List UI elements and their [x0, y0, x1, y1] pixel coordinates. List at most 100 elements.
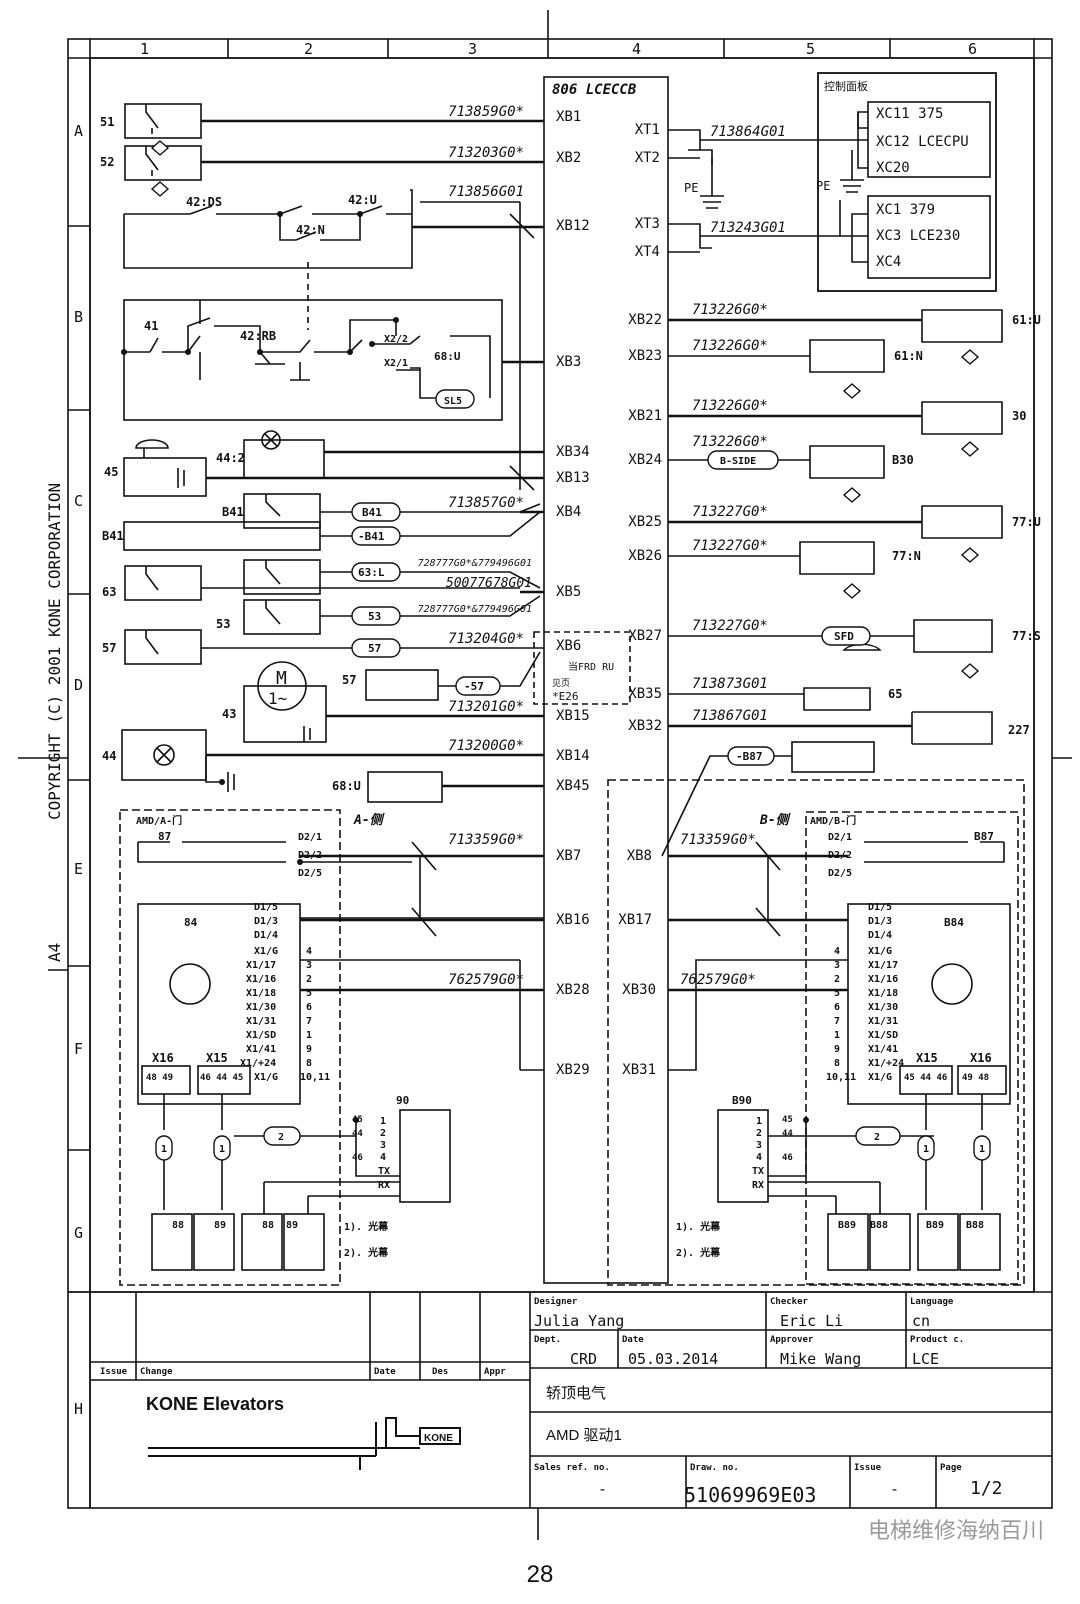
pin-xb31: XB31: [622, 1062, 656, 1078]
b-x16: X16: [970, 1051, 992, 1065]
a-term-9: X1/SD: [246, 1030, 276, 1041]
b-term-12: X1/G: [868, 1072, 892, 1083]
a-p90r-3: 3: [380, 1140, 386, 1151]
amd-a-drive: 84: [184, 916, 198, 929]
label-x21: X2/1: [384, 358, 408, 369]
cable-xb32: 713867G01: [692, 708, 768, 724]
tb-checker-label: Checker: [770, 1297, 809, 1307]
tb-designer-label: Designer: [534, 1296, 578, 1307]
label-77u: 77:U: [1012, 515, 1041, 529]
cable-xb8: 713359G0*: [680, 832, 756, 848]
b-term-10: X1/41: [868, 1044, 898, 1055]
a-sensor-89b: 89: [286, 1220, 298, 1231]
a-num-0: 4: [306, 946, 312, 957]
b-num-7: 9: [834, 1044, 840, 1055]
a-num-2: 2: [306, 974, 312, 985]
label-b41-device: B41: [102, 529, 124, 543]
label-63: 63: [102, 585, 116, 599]
a-term-1: D1/3: [254, 916, 278, 927]
amd-b-d25: D2/5: [828, 868, 852, 879]
b-num-5: 7: [834, 1016, 840, 1027]
main-board: [543, 76, 669, 1284]
b-sensor-b89: B89: [838, 1220, 856, 1231]
label-65: 65: [888, 687, 902, 701]
label-61n: 61:N: [894, 349, 923, 363]
pin-xb3: XB3: [556, 354, 581, 370]
b-sensor-b88b: B88: [966, 1220, 984, 1231]
a-x16: X16: [152, 1051, 174, 1065]
pin-xb8: XB8: [627, 848, 652, 864]
b-p90r-3: 3: [756, 1140, 762, 1151]
a-num-5: 7: [306, 1016, 312, 1027]
tb-dept: CRD: [570, 1350, 597, 1368]
label-57: 57: [102, 641, 116, 655]
cable-xb22: 713226G0*: [692, 302, 768, 318]
cp-xc12: XC12 LCECPU: [876, 134, 969, 150]
label-77n: 77:N: [892, 549, 921, 563]
conn-b41: B41: [362, 506, 382, 519]
cable-xb15: 713201G0*: [448, 699, 524, 715]
a-term-7: X1/30: [246, 1002, 276, 1013]
pin-xb30: XB30: [622, 982, 656, 998]
a-x15-pins: 46 44 45: [200, 1073, 243, 1083]
b-term-5: X1/16: [868, 974, 898, 985]
b-term-9: X1/SD: [868, 1030, 898, 1041]
label-sls: SL5: [444, 396, 462, 407]
row-label-h: H: [74, 1400, 83, 1418]
cp-xc11: XC11 375: [876, 106, 943, 122]
tb-des-col: Des: [432, 1367, 448, 1377]
pe-label-2: PE: [816, 179, 830, 193]
col-label-4: 4: [632, 40, 641, 58]
b-note-1: 1). 光幕: [676, 1220, 721, 1233]
tb-checker: Eric Li: [780, 1312, 843, 1330]
b-num-9: 10,11: [826, 1072, 856, 1083]
cable-xb25: 713227G0*: [692, 504, 768, 520]
b-term-8: X1/31: [868, 1016, 898, 1027]
pin-xb14: XB14: [556, 748, 590, 764]
b-term-2: D1/4: [868, 930, 892, 941]
amd-a-title: AMD/A-门: [136, 814, 182, 827]
tb-change-label: Change: [140, 1367, 173, 1377]
cable-xt1: 713864G01: [710, 124, 786, 140]
b-p90r-rx: RX: [752, 1180, 764, 1191]
a-term-3: X1/G: [254, 946, 278, 957]
a-num-8: 8: [306, 1058, 312, 1069]
pin-xb35: XB35: [628, 686, 662, 702]
amd-b-title: AMD/B-门: [810, 814, 856, 827]
b-conn-1a: 1: [923, 1144, 929, 1155]
b-num-3: 5: [834, 988, 840, 999]
a-term-5: X1/16: [246, 974, 276, 985]
b-conn-1b: 1: [979, 1144, 985, 1155]
row-label-c: C: [74, 492, 83, 510]
a-note-1: 1). 光幕: [344, 1220, 389, 1233]
label-52: 52: [100, 155, 114, 169]
outer-frame: [67, 38, 1053, 1509]
label-44: 44: [102, 749, 116, 763]
b-box-90: B90: [732, 1094, 752, 1107]
row-label-f: F: [74, 1040, 83, 1058]
cable-xb24: 713226G0*: [692, 434, 768, 450]
pin-xt4: XT4: [635, 244, 660, 260]
b-p90r-tx: TX: [752, 1166, 764, 1177]
tb-draw-label: Draw. no.: [690, 1463, 739, 1473]
cable-xb27: 713227G0*: [692, 618, 768, 634]
cable-xb5-c: 728777G0*&779496G01: [418, 604, 532, 615]
conn-b41-neg: -B41: [358, 530, 385, 543]
b-term-3: X1/G: [868, 946, 892, 957]
b-p90-45: 45: [782, 1115, 793, 1125]
a-sensor-88: 88: [172, 1220, 184, 1231]
board-title: 806 LCECCB: [552, 82, 637, 98]
amd-a-d25: D2/5: [298, 868, 322, 879]
conn-57-neg: -57: [464, 680, 484, 693]
label-45: 45: [104, 465, 118, 479]
tb-approver: Mike Wang: [780, 1350, 861, 1368]
b-num-0: 4: [834, 946, 840, 957]
note-frd: 当FRD RU: [568, 660, 614, 673]
b-sensor-b89b: B89: [926, 1220, 944, 1231]
pin-xb5: XB5: [556, 584, 581, 600]
tb-language: cn: [912, 1312, 930, 1330]
label-42rb: 42:RB: [240, 329, 276, 343]
pin-xb28: XB28: [556, 982, 590, 998]
tb-issue2: -: [890, 1480, 899, 1498]
cable-xb5-b: 50077678G01: [446, 576, 532, 591]
